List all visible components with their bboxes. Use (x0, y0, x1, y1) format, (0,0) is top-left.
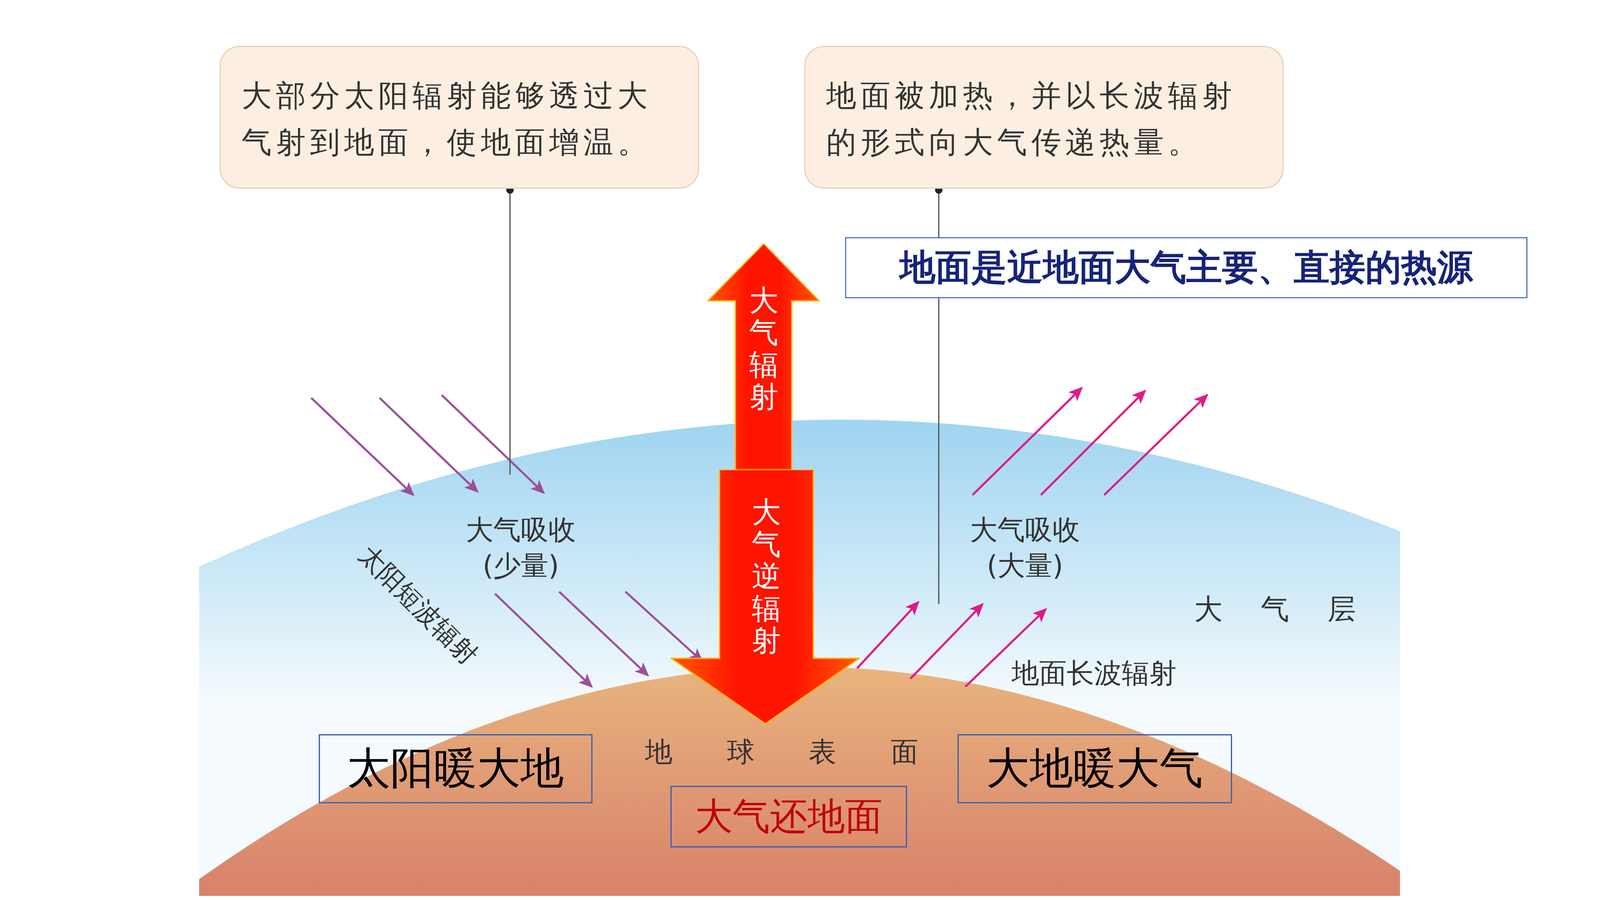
callout-text: 大部分太阳辐射能够透过大气射到地面，使地面增温。 (241, 72, 678, 166)
callout-box: 大部分太阳辐射能够透过大气射到地面，使地面增温。 (219, 45, 700, 189)
ground-rays (857, 387, 1208, 687)
summary-box: 大气还地面 (670, 785, 908, 848)
callout-text: 地面被加热，并以长波辐射的形式向大气传递热量。 (826, 72, 1262, 166)
surface-label: 地 球 表 面 (645, 733, 919, 771)
absorption-label: 大气吸收 (少量) (461, 512, 580, 584)
earth-surface (199, 666, 1400, 896)
heat-source-box: 地面是近地面大气主要、直接的热源 (845, 237, 1528, 299)
arrow-body (707, 243, 820, 470)
layer-label: 大 气 层 (1194, 590, 1356, 629)
arrow-body (671, 469, 860, 724)
summary-text: 大气还地面 (695, 791, 883, 843)
solar-rays (311, 395, 703, 687)
summary-text: 大地暖大气 (986, 739, 1203, 798)
heat-source-text: 地面是近地面大气主要、直接的热源 (899, 243, 1473, 293)
radiation-label: 地面长波辐射 (1011, 654, 1177, 693)
radiation-arrow: 大气辐射 (707, 242, 820, 470)
radiation-label: 太阳短波辐射 (351, 537, 486, 673)
summary-box: 太阳暖大地 (318, 734, 593, 804)
summary-box: 大地暖大气 (957, 734, 1233, 804)
arrow-text: 大气辐射 (749, 284, 779, 413)
arrow-text: 大气逆辐射 (751, 496, 781, 657)
summary-text: 太阳暖大地 (347, 739, 564, 798)
atmosphere-dome (199, 419, 1400, 896)
callout-box: 地面被加热，并以长波辐射的形式向大气传递热量。 (804, 45, 1284, 189)
counter-radiation-arrow: 大气逆辐射 (670, 469, 860, 725)
absorption-label: 大气吸收 (大量) (965, 512, 1085, 584)
